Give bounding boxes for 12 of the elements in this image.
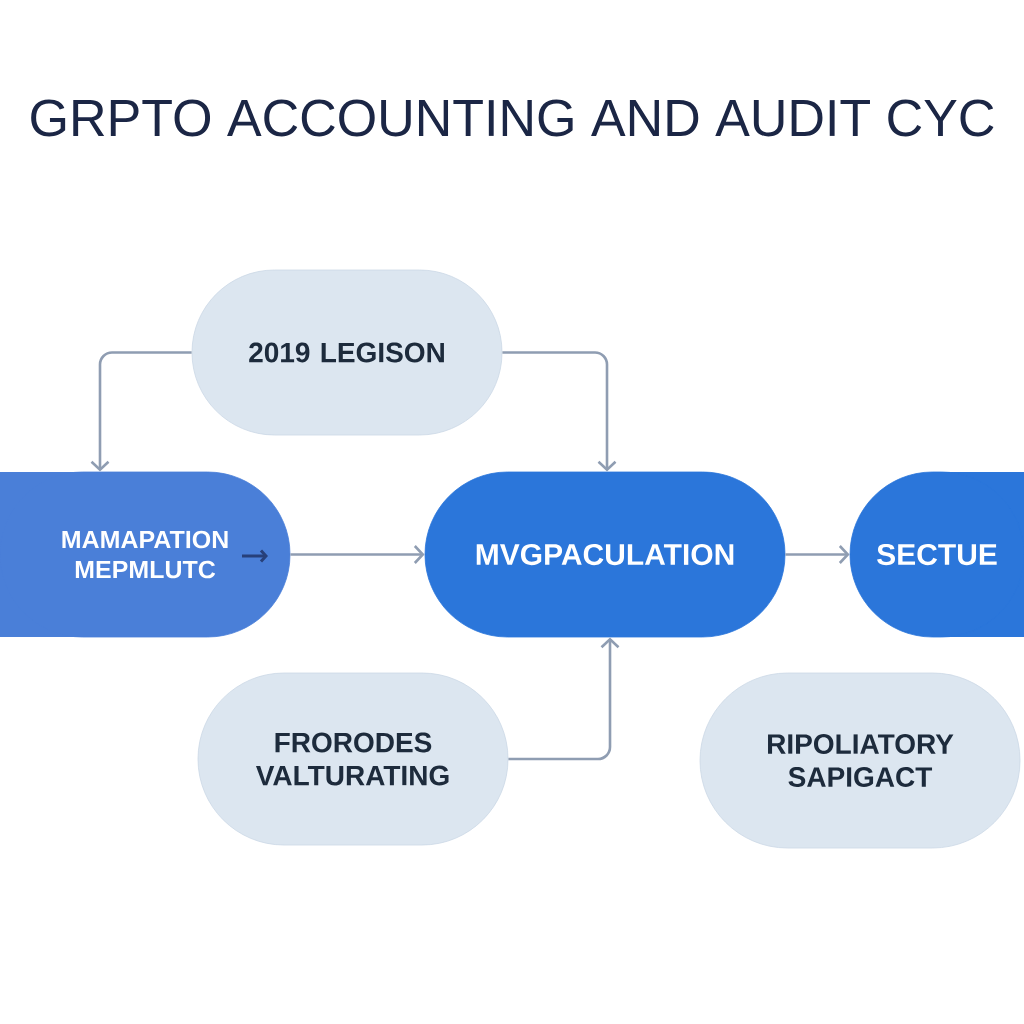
process-pill: MVGPACULATION: [424, 471, 786, 638]
process-pill: SECTUE: [849, 471, 1024, 638]
process-pill: MAMAPATION MEPMLUTC: [0, 471, 291, 638]
arrow: [502, 351, 617, 472]
arrow: [90, 351, 192, 472]
arrow: [785, 545, 850, 564]
pill-box: 2019 LEGISON: [191, 269, 503, 436]
pill-box: RIPOLIATORY SAPIGACT: [699, 672, 1021, 849]
title: GRPTO ACCOUNTING AND AUDIT CYC: [31, 99, 994, 137]
arrow: [508, 637, 620, 761]
pill-box: FRORODES VALTURATING: [197, 672, 509, 846]
arrow: [290, 545, 425, 564]
